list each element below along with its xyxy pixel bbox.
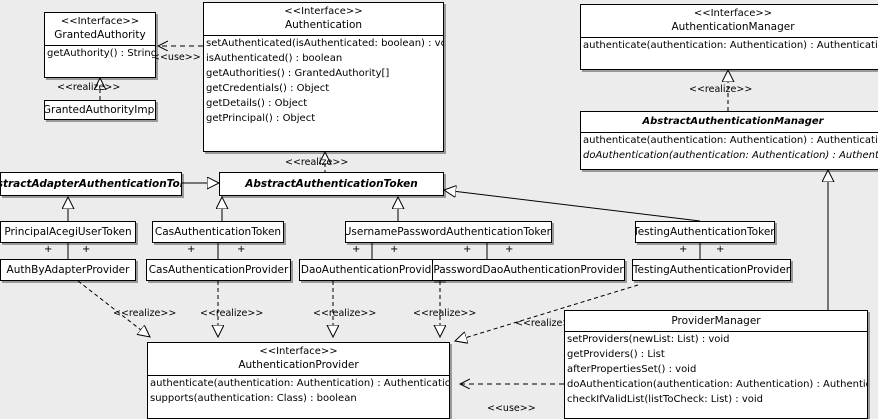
operation: getCredentials() : Object	[206, 83, 330, 94]
class-name: AuthByAdapterProvider	[6, 263, 130, 276]
operation: setAuthenticated(isAuthenticated: boolea…	[206, 38, 444, 49]
stereotype-label: <<Interface>>	[284, 6, 363, 17]
class-name: AbstractAdapterAuthenticationToken	[1, 177, 181, 190]
assoc-plus-marker: +	[44, 244, 53, 255]
label-realize-passworddaoauthenticationprovider: <<realize>>	[413, 308, 477, 319]
label-realize-grantedauthorityimpl: <<realize>>	[57, 82, 121, 93]
class-name: AbstractAuthenticationManager	[642, 116, 824, 127]
assoc-plus-marker: +	[82, 244, 91, 255]
assoc-plus-marker: +	[716, 244, 725, 255]
class-header: AbstractAuthenticationManager	[581, 112, 878, 132]
class-name: PasswordDaoAuthenticationProvider	[433, 263, 624, 276]
class-box-granted-authority-impl[interactable]: GrantedAuthorityImpl	[44, 100, 156, 120]
operation: supports(authentication: Class) : boolea…	[150, 393, 357, 404]
class-name: TestingAuthenticationProvider	[632, 263, 791, 276]
class-box-password-dao-authentication-provider[interactable]: PasswordDaoAuthenticationProvider	[432, 259, 625, 281]
assoc-plus-marker: +	[237, 244, 246, 255]
class-box-dao-authentication-provider[interactable]: DaoAuthenticationProvider	[299, 259, 444, 281]
operation: setProviders(newList: List) : void	[567, 334, 730, 345]
operation: authenticate(authentication: Authenticat…	[583, 135, 878, 146]
class-header: <<Interface>> GrantedAuthority	[45, 13, 155, 45]
class-box-abstract-adapter-authentication-token[interactable]: AbstractAdapterAuthenticationToken	[0, 172, 182, 196]
operation: afterPropertiesSet() : void	[567, 364, 697, 375]
class-name: UsernamePasswordAuthenticationToken	[345, 225, 552, 238]
class-box-cas-authentication-token[interactable]: CasAuthenticationToken	[152, 221, 284, 243]
class-name: AuthenticationManager	[671, 21, 795, 33]
operation: getProviders() : List	[567, 349, 665, 360]
assoc-plus-marker: +	[505, 244, 514, 255]
class-box-cas-authentication-provider[interactable]: CasAuthenticationProvider	[146, 259, 291, 281]
class-name: ProviderManager	[671, 315, 761, 327]
class-box-abstract-authentication-manager[interactable]: AbstractAuthenticationManager authentica…	[580, 111, 878, 170]
label-realize-authbyadapterprovider: <<realize>>	[113, 308, 177, 319]
stereotype-label: <<Interface>>	[259, 346, 338, 357]
operation: doAuthentication(authentication: Authent…	[583, 150, 878, 161]
class-box-authentication[interactable]: <<Interface>> Authentication setAuthenti…	[203, 2, 444, 152]
class-box-username-password-authentication-token[interactable]: UsernamePasswordAuthenticationToken	[345, 221, 552, 243]
class-box-granted-authority[interactable]: <<Interface>> GrantedAuthority getAuthor…	[44, 12, 156, 78]
class-box-principal-acegi-user-token[interactable]: PrincipalAcegiUserToken	[0, 221, 136, 243]
operation: authenticate(authentication: Authenticat…	[150, 378, 450, 389]
operation: getPrincipal() : Object	[206, 113, 316, 124]
class-name: Authentication	[284, 19, 363, 31]
class-name: DaoAuthenticationProvider	[300, 263, 443, 276]
operation: getAuthorities() : GrantedAuthority[]	[206, 68, 390, 79]
assoc-plus-marker: +	[679, 244, 688, 255]
operations-compartment: authenticate(authentication: Authenticat…	[148, 375, 449, 406]
operations-compartment: authenticate(authentication: Authenticat…	[581, 132, 878, 163]
class-box-testing-authentication-provider[interactable]: TestingAuthenticationProvider	[632, 259, 791, 281]
class-name: CasAuthenticationProvider	[148, 263, 289, 276]
stereotype-label: <<Interface>>	[693, 8, 773, 19]
class-box-authentication-provider[interactable]: <<Interface>> AuthenticationProvider aut…	[147, 342, 450, 419]
operations-compartment: setAuthenticated(isAuthenticated: boolea…	[204, 35, 443, 126]
class-name: GrantedAuthorityImpl	[44, 103, 156, 116]
stereotype-label: <<Interface>>	[60, 16, 140, 27]
class-header: <<Interface>> AuthenticationProvider	[148, 343, 449, 375]
operations-compartment: authenticate(authentication: Authenticat…	[581, 37, 878, 53]
label-realize-casauthenticationprovider: <<realize>>	[200, 308, 264, 319]
class-header: ProviderManager	[565, 311, 867, 331]
assoc-plus-marker: +	[352, 244, 361, 255]
assoc-plus-marker: +	[390, 244, 399, 255]
class-box-auth-by-adapter-provider[interactable]: AuthByAdapterProvider	[0, 259, 136, 281]
edge-generalize-testingauthenticationtoken	[444, 190, 701, 222]
operation: doAuthentication(authentication: Authent…	[567, 379, 868, 390]
class-box-authentication-manager[interactable]: <<Interface>> AuthenticationManager auth…	[580, 4, 878, 70]
operations-compartment: setProviders(newList: List) : void getPr…	[565, 331, 867, 407]
class-box-testing-authentication-token[interactable]: TestingAuthenticationToken	[635, 221, 775, 243]
class-box-abstract-authentication-token[interactable]: AbstractAuthenticationToken	[219, 172, 444, 196]
label-use-providermanager: <<use>>	[487, 403, 536, 414]
operation: getDetails() : Object	[206, 98, 308, 109]
class-name: PrincipalAcegiUserToken	[4, 225, 132, 238]
operation: authenticate(authentication: Authenticat…	[583, 40, 878, 51]
operations-compartment: getAuthority() : String	[45, 45, 155, 61]
class-name: AuthenticationProvider	[238, 359, 359, 371]
class-name: AbstractAuthenticationToken	[245, 177, 418, 190]
operation: isAuthenticated() : boolean	[206, 53, 343, 64]
assoc-plus-marker: +	[463, 244, 472, 255]
class-name: CasAuthenticationToken	[154, 225, 282, 238]
class-name: TestingAuthenticationToken	[635, 225, 775, 238]
class-name: GrantedAuthority	[54, 29, 146, 41]
label-realize-daoauthenticationprovider: <<realize>>	[313, 308, 377, 319]
label-realize-abstractauthenticationmanager: <<realize>>	[689, 84, 753, 95]
class-box-provider-manager[interactable]: ProviderManager setProviders(newList: Li…	[564, 310, 868, 419]
operation: getAuthority() : String	[47, 48, 156, 59]
label-realize-abstractauthenticationtoken: <<realize>>	[285, 157, 349, 168]
class-header: <<Interface>> Authentication	[204, 3, 443, 35]
class-header: <<Interface>> AuthenticationManager	[581, 5, 878, 37]
assoc-plus-marker: +	[187, 244, 196, 255]
operation: checkIfValidList(listToCheck: List) : vo…	[567, 394, 764, 405]
label-use-authentication-grantedauthority: <<use>>	[152, 52, 201, 63]
